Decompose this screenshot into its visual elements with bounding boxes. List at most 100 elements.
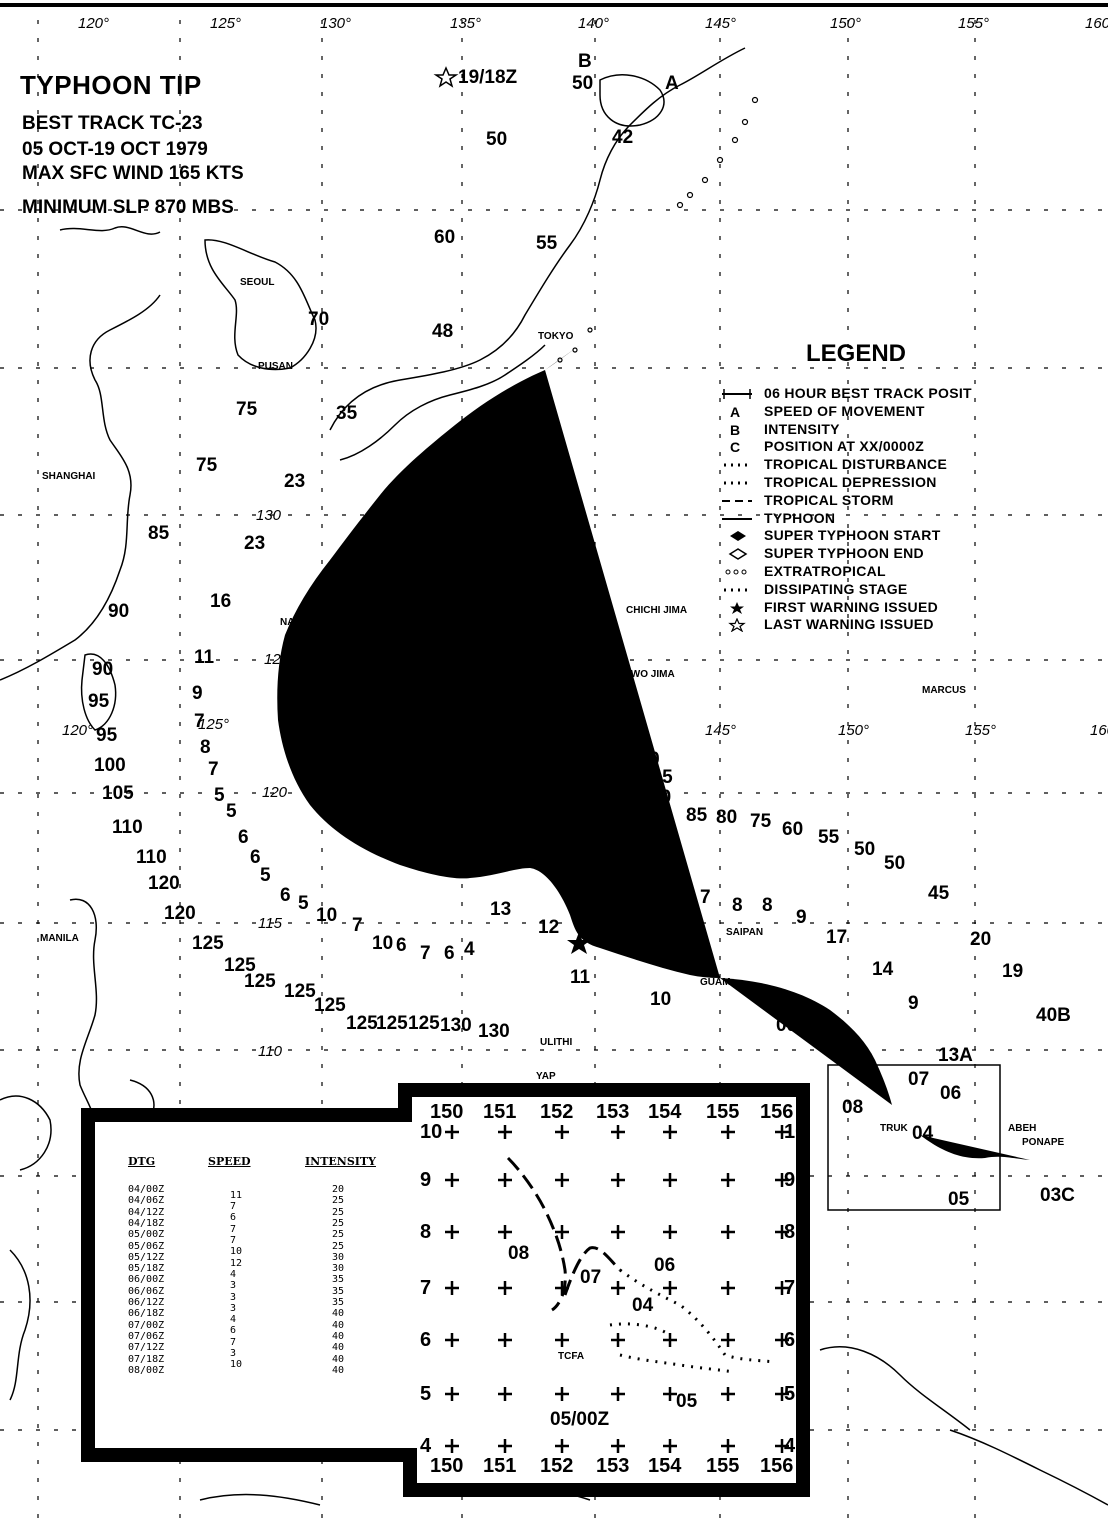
inset-grid-cross (498, 1333, 512, 1347)
table-cell-speed: 6 (230, 1212, 237, 1224)
intensity-label: 50 (572, 73, 594, 94)
inset-x-label-bottom: 153 (596, 1455, 630, 1477)
intensity-label: 7 (616, 831, 627, 852)
inset-y-label-left: 5 (420, 1383, 432, 1405)
table-cell-dtg: 06/00Z (128, 1274, 165, 1286)
track-position-label: 13A (938, 1045, 973, 1066)
inset-y-label-left: 9 (420, 1169, 432, 1191)
legend-symbol-tropical-storm (720, 494, 754, 508)
coastlines (0, 47, 1108, 1506)
intensity-label: 120 (148, 873, 180, 894)
table-cell-dtg: 07/12Z (128, 1342, 165, 1354)
inset-grid-cross (445, 1281, 459, 1295)
intensity-label: 130 (628, 749, 660, 770)
track-position-label: 10 (650, 989, 672, 1010)
intensity-label: 110 (112, 817, 143, 838)
table-cell-speed: 4 (230, 1314, 237, 1326)
inset-x-label-top: 151 (483, 1101, 517, 1123)
intensity-label: 3 (500, 795, 511, 816)
intensity-label: 6 (444, 943, 455, 964)
inset-grid-cross (611, 1387, 625, 1401)
lon-label: 145° (705, 15, 737, 32)
table-cell-intensity: 40 (332, 1364, 345, 1376)
inset-grid-cross (775, 1439, 789, 1453)
intensity-label: 19 (1002, 961, 1024, 982)
intensity-label: 5 (260, 865, 271, 886)
intensity-label: 23 (284, 471, 306, 492)
inset-grid-cross (611, 1281, 625, 1295)
intensity-label: 50 (486, 129, 508, 150)
intensity-label: 125 (284, 981, 316, 1002)
intensity-label: 4 (464, 939, 475, 960)
inset-x-label-top: 156 (760, 1101, 794, 1123)
legend-key-letter: A (730, 403, 741, 420)
table-cell-intensity: 25 (332, 1195, 345, 1207)
inset-x-label-bottom: 151 (483, 1455, 517, 1477)
intensity-label: 9 (672, 879, 683, 900)
table-cell-dtg: 05/00Z (128, 1229, 165, 1241)
inset-x-label-top: 150 (430, 1101, 464, 1123)
inset-grid-cross (721, 1439, 735, 1453)
intensity-label: 23 (244, 533, 266, 554)
inset-grid-cross (498, 1173, 512, 1187)
inset-grid-cross (721, 1173, 735, 1187)
lon-label-mid: 135° (455, 722, 487, 739)
place-label: NAHA (280, 617, 309, 628)
table-cell-dtg: 04/18Z (128, 1217, 165, 1229)
place-label: SEOUL (240, 277, 275, 288)
intensity-label: 42 (612, 127, 634, 148)
legend-symbol-last-warning (720, 617, 754, 633)
inset-x-label-top: 155 (706, 1101, 740, 1123)
dissipating-track (920, 1135, 1030, 1160)
inset-y-label-right: 7 (784, 1277, 796, 1299)
inset-grid-cross (555, 1387, 569, 1401)
table-cell-intensity: 40 (332, 1308, 345, 1320)
inset-grid-cross (611, 1125, 625, 1139)
inset-grid-cross (445, 1333, 459, 1347)
intensity-label: 4 (648, 871, 659, 892)
lon-label: 120° (78, 15, 110, 32)
intensity-label: 120 (164, 903, 196, 924)
legend-item-label: SUPER TYPHOON START (764, 527, 941, 544)
inset-grid-cross (721, 1225, 735, 1239)
intensity-label: 3 (520, 797, 531, 818)
subtitle-line-1: BEST TRACK TC-23 (22, 113, 203, 134)
intensity-label: 95 (96, 725, 118, 746)
intensity-label: 8 (762, 895, 773, 916)
intensity-label: 7 (700, 887, 711, 908)
inset-annotation: 05 (676, 1391, 698, 1412)
intensity-label: 90 (92, 659, 114, 680)
intensity-label: 6 (396, 935, 407, 956)
legend-item-label: POSITION AT XX/0000Z (764, 438, 925, 455)
lon-label-mid: 145° (705, 722, 737, 739)
table-cell-intensity: 35 (332, 1297, 345, 1308)
intensity-label: 16 (210, 591, 232, 612)
table-cell-dtg: 07/00Z (128, 1319, 165, 1331)
track-position-label: 16 (334, 785, 356, 806)
lon-label: 135° (450, 15, 482, 32)
place-label: TOKYO (538, 331, 574, 342)
intensity-label: 125 (346, 1013, 378, 1034)
intensity-label: 14 (872, 959, 894, 980)
intensity-label: 45 (928, 883, 950, 904)
legend-item-label: TROPICAL STORM (764, 491, 894, 508)
legend-symbol-dissipating (720, 583, 754, 597)
legend-key-letter: B (730, 421, 741, 438)
legend-item-label: INTENSITY (764, 420, 840, 437)
typhoon-track (277, 370, 720, 978)
table-cell-speed: 7 (230, 1201, 237, 1213)
inset-grid-cross (721, 1125, 735, 1139)
lat-label: 110 (258, 1043, 282, 1060)
intensity-label: 17 (826, 927, 848, 948)
table-cell-intensity: 25 (332, 1206, 345, 1218)
track-position-label: 17 (320, 735, 342, 756)
track-position-label: 09 (776, 1015, 798, 1036)
table-cell-intensity: 35 (332, 1274, 345, 1286)
track-position-label: 14 (425, 825, 447, 846)
inset-grid-cross (498, 1225, 512, 1239)
legend-item-label: SUPER TYPHOON END (764, 545, 924, 562)
lon-label: 150° (830, 15, 862, 32)
track-position-label: 06 (940, 1083, 962, 1104)
inset-grid-cross (445, 1387, 459, 1401)
legend-item-label: TYPHOON (764, 509, 836, 526)
